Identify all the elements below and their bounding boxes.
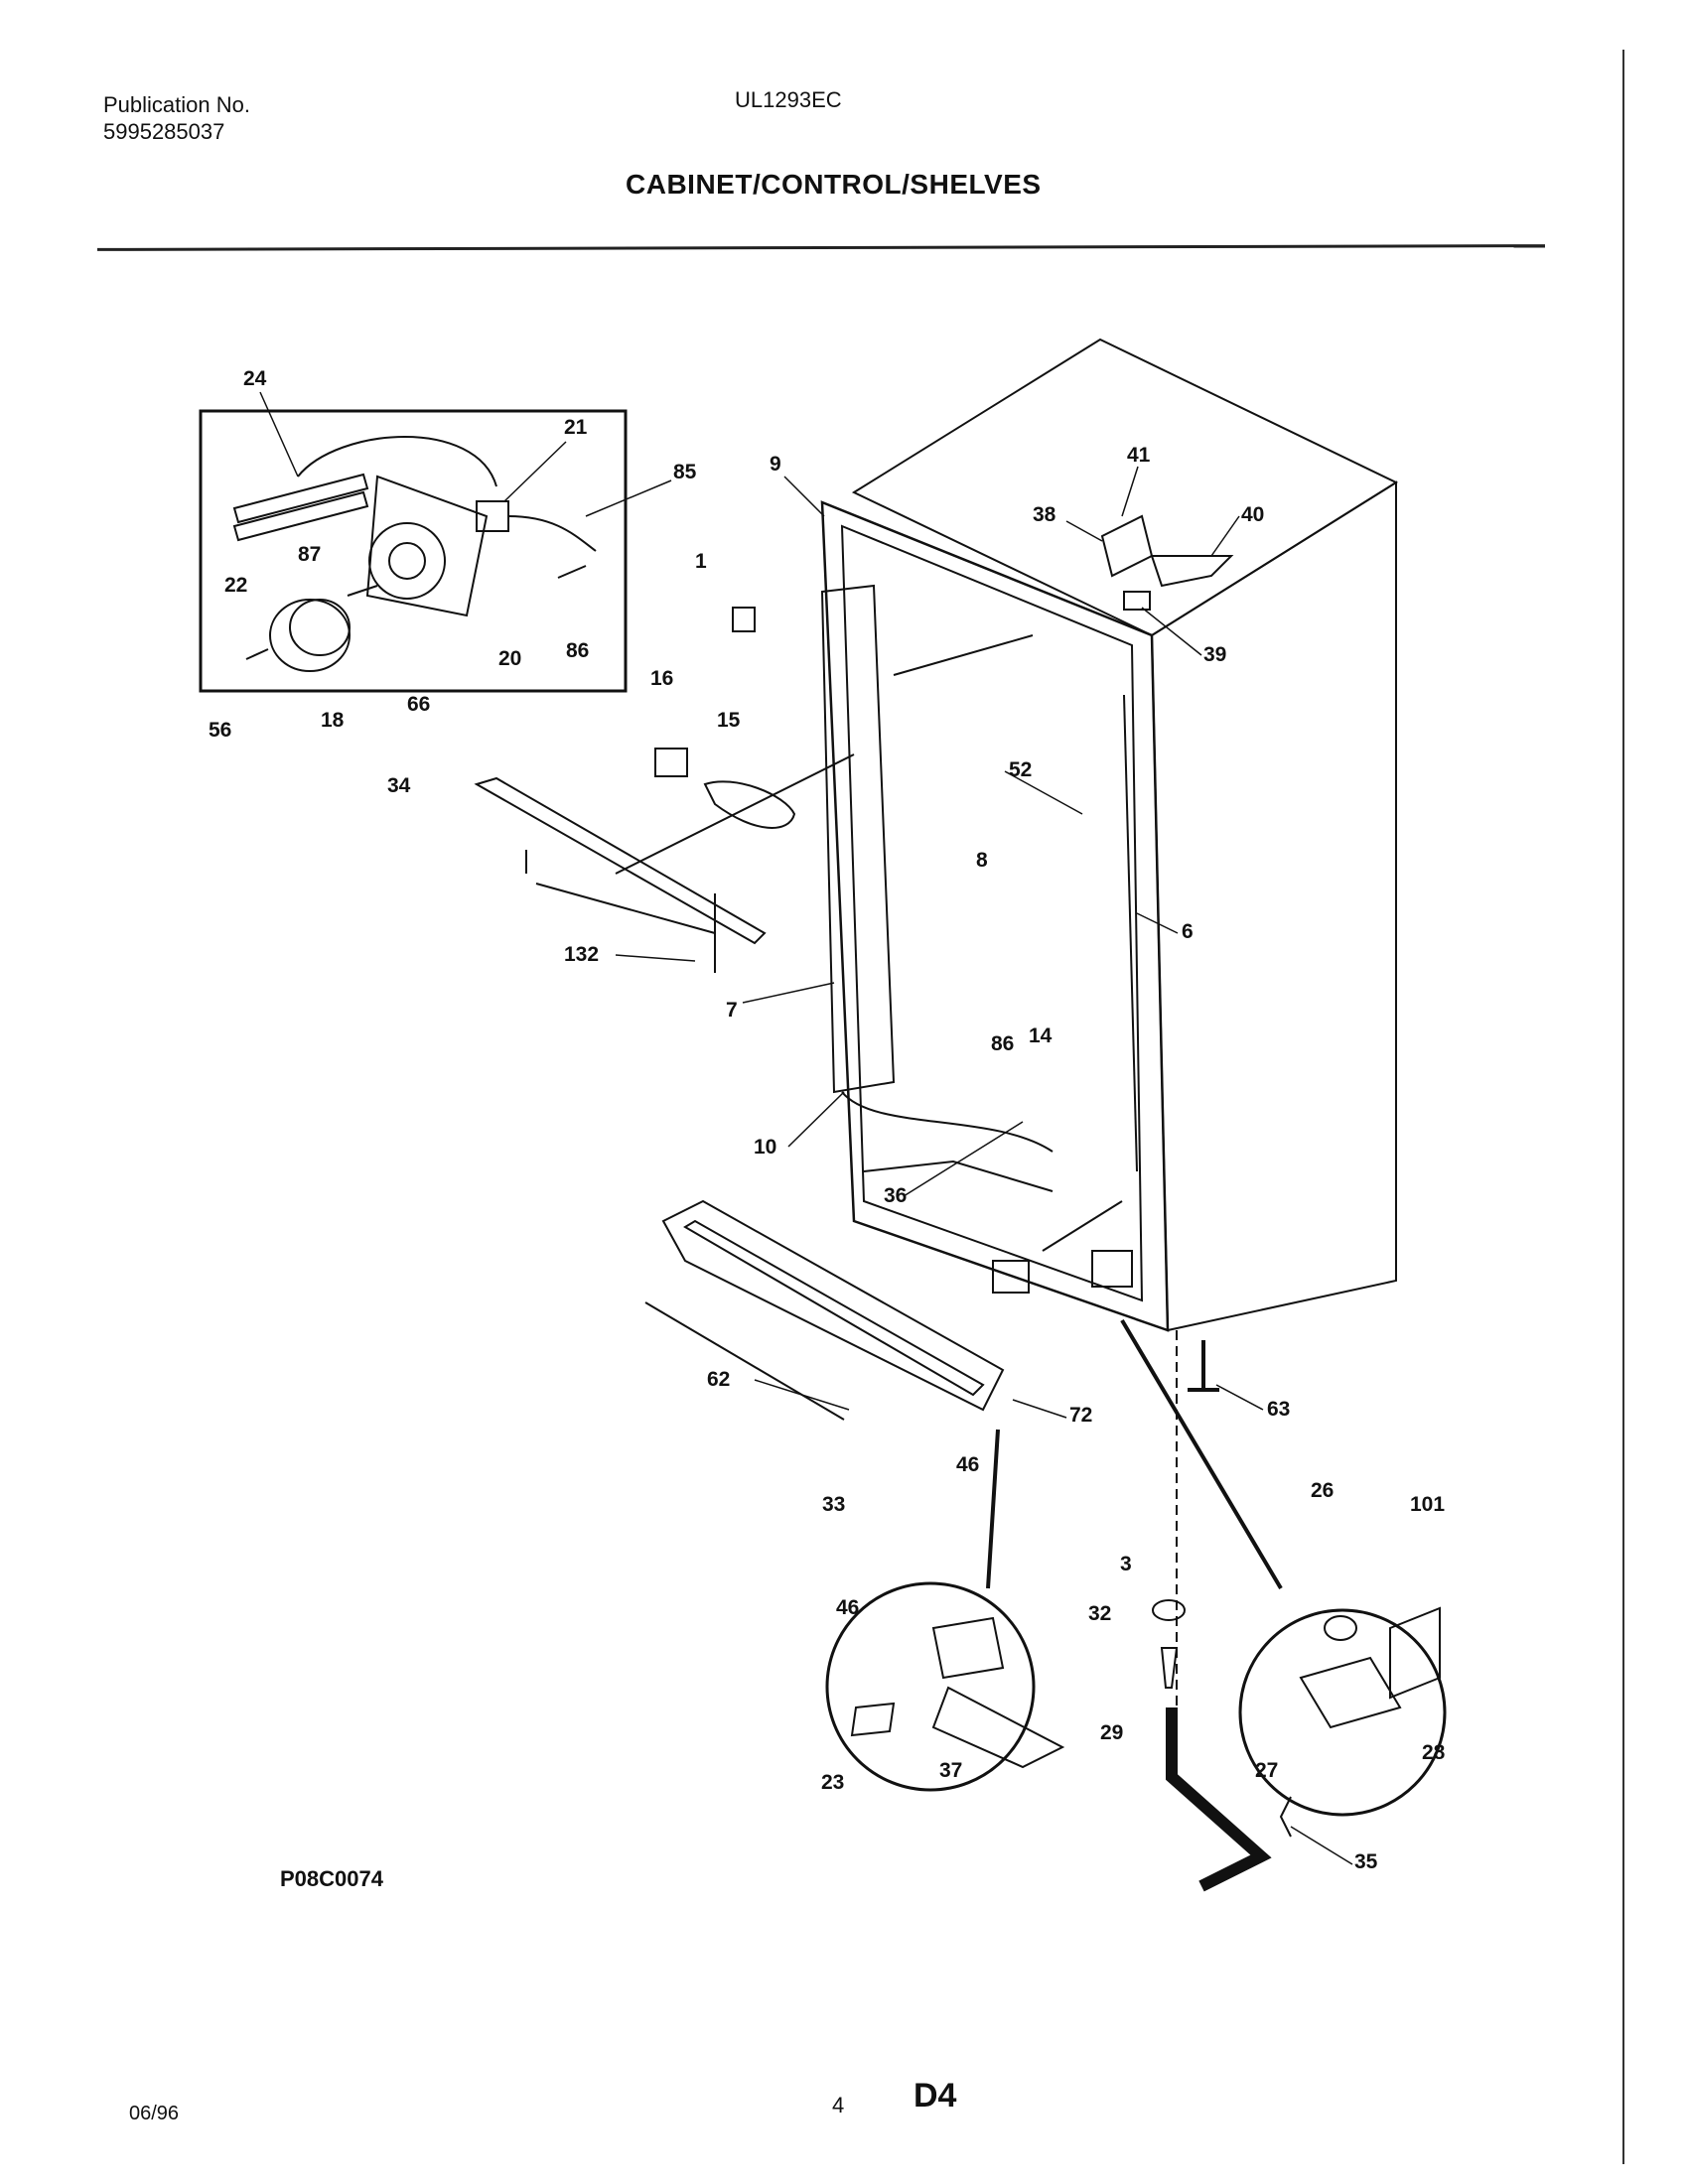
callout-label: 3 [1120,1553,1132,1575]
detail-circle-right [1238,1608,1447,1817]
callout-label: 101 [1410,1493,1445,1516]
publication-date: 06/96 [129,2103,180,2124]
cabinet-side [1150,480,1397,1332]
part-6-gasket [1123,694,1138,1172]
callout-label: 32 [1088,1602,1111,1625]
callout-label: 35 [1354,1850,1378,1873]
callout-label: 29 [1100,1721,1123,1744]
callout-label: 16 [650,667,673,690]
callout-label: 40 [1241,503,1264,526]
binding-margin-line [1622,50,1624,2164]
callout-label: 72 [1069,1404,1092,1427]
part-24-strip [232,473,369,524]
callout-labels: 24 21 85 9 41 38 40 22 87 20 86 1 39 56 … [209,367,1446,1873]
callout-label: 36 [884,1184,907,1207]
part-29-pin [1166,1707,1272,1892]
part-15-sensor [703,780,796,829]
callout-label: 63 [1267,1398,1290,1421]
callout-label: 28 [1422,1741,1446,1764]
callout-label: 46 [836,1596,859,1619]
cabinet-front-opening [820,500,1170,1332]
callout-label: 26 [1311,1479,1334,1502]
callout-label: 132 [564,943,599,966]
publication-label: Publication No. [103,92,250,117]
callout-label: 86 [991,1032,1014,1055]
part-23-switch [850,1702,896,1737]
callout-label: 6 [1182,920,1194,943]
part-28-hinge [1299,1656,1402,1729]
callout-label: 18 [321,709,345,732]
figure-code: P08C0074 [280,1866,383,1891]
callout-label: 38 [1033,503,1056,526]
part-32-bushing [1160,1647,1179,1689]
part-37-plate [931,1686,1065,1769]
publication-number: 5995285037 [103,119,225,144]
model-number: UL1293EC [735,87,842,112]
section-code: D4 [914,2077,957,2115]
callout-label: 37 [939,1759,962,1782]
callout-label: 1 [695,550,707,573]
callout-label: 34 [387,774,411,797]
part-33-bracket [931,1616,1005,1680]
leader-lines [259,391,1353,1865]
part-7-liner-side [820,584,896,1094]
callout-label: 15 [717,709,741,732]
callout-label: 24 [243,367,267,390]
part-72-kickplate [661,1199,1005,1412]
callout-label: 14 [1029,1024,1053,1047]
callout-label: 52 [1009,758,1032,781]
part-26-cap [1324,1615,1357,1641]
page-title: CABINET/CONTROL/SHELVES [626,169,1042,200]
part-40-hinge-cover [1150,555,1234,588]
callout-label: 27 [1255,1759,1278,1782]
callout-label: 39 [1203,643,1226,666]
callout-label: 56 [209,719,231,742]
detail-circle-left [825,1581,1036,1792]
part-21-switch [476,500,509,532]
callout-label: 7 [726,999,738,1022]
callout-label: 10 [754,1136,776,1159]
callout-label: 85 [673,461,697,483]
callout-label: 66 [407,693,430,716]
part-16-bracket [654,748,688,777]
callout-label: 33 [822,1493,845,1516]
callout-label: 20 [498,647,521,670]
callout-label: 86 [566,639,589,662]
callout-label: 21 [564,416,588,439]
callout-label: 9 [770,453,781,476]
part-34-shelf [474,776,767,945]
part-20-bracket [365,475,489,617]
control-inset-box [199,409,628,693]
callout-label: 87 [298,543,321,566]
part-3-washer [1152,1599,1186,1621]
part-1-clip [732,607,756,632]
callout-label: 23 [821,1771,844,1794]
part-18-knob [269,599,351,672]
callout-label: 8 [976,849,988,872]
part-38-hinge [1100,514,1154,578]
lower-bracket [992,1260,1030,1294]
callout-label: 46 [956,1453,979,1476]
callout-label: 41 [1127,444,1151,467]
callout-label: 62 [707,1368,730,1391]
part-35-clip [1279,1796,1292,1838]
part-101-plate [1389,1606,1441,1700]
page-number: 4 [832,2093,845,2117]
publication-block: Publication No. 5995285037 [103,91,250,145]
callout-label: 22 [224,574,247,597]
